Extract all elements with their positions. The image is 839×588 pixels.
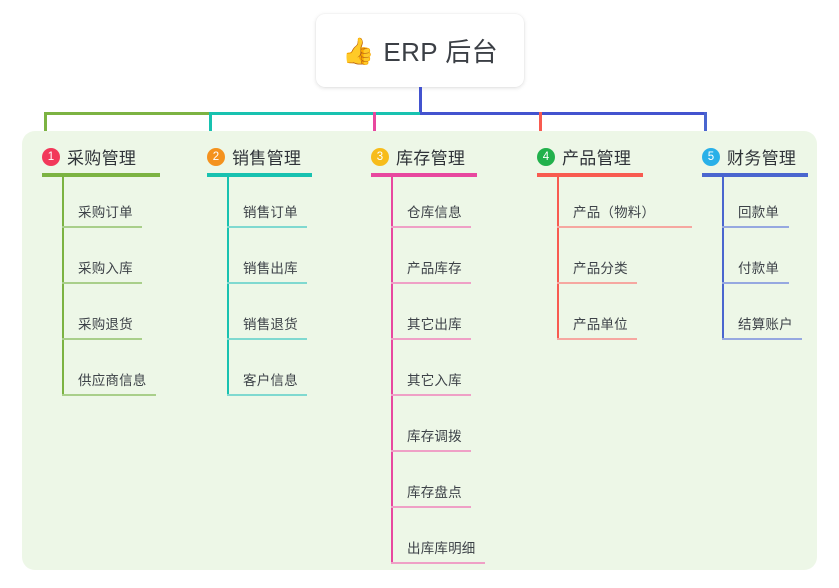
bus-segment-2	[209, 112, 420, 115]
branch-title: 销售管理	[232, 149, 302, 168]
leaf-node-label: 产品分类	[573, 261, 628, 276]
leaf-node-rule	[722, 282, 789, 284]
branch-spine	[391, 176, 393, 564]
branch-header-rule	[207, 173, 312, 177]
leaf-node-rule	[557, 338, 637, 340]
branch-leg-5	[704, 112, 707, 143]
leaf-node-label: 回款单	[738, 205, 780, 220]
leaf-node-label: 供应商信息	[78, 373, 147, 388]
bus-segment-3	[420, 112, 704, 115]
leaf-node-rule	[557, 282, 637, 284]
leaf-node-rule	[227, 338, 307, 340]
leaf-node-rule	[62, 338, 142, 340]
branch-spine	[62, 176, 64, 396]
branch-number-badge: 5	[702, 147, 720, 166]
leaf-node-label: 出库库明细	[407, 541, 476, 556]
leaf-node-rule	[62, 226, 142, 228]
branch-number-badge: 4	[537, 147, 555, 166]
leaf-node-rule	[391, 226, 471, 228]
branch-header-rule	[42, 173, 160, 177]
leaf-node-label: 产品单位	[573, 317, 628, 332]
branch-spine	[227, 176, 229, 396]
leaf-node-rule	[62, 282, 142, 284]
leaf-node-rule	[391, 394, 471, 396]
leaf-node-label: 库存盘点	[407, 485, 462, 500]
branch-number-badge: 1	[42, 147, 60, 166]
leaf-node-rule	[391, 450, 471, 452]
leaf-node-label: 销售退货	[243, 317, 298, 332]
branch-leg-2	[209, 112, 212, 143]
thumbs-up-icon: 👍	[342, 35, 375, 66]
branch-number-badge: 3	[371, 147, 389, 166]
leaf-node-rule	[722, 338, 802, 340]
branch-header-2[interactable]: 2 销售管理	[207, 144, 301, 169]
branch-header-rule	[702, 173, 808, 177]
branch-leg-1	[44, 112, 47, 143]
branch-header-1[interactable]: 1 采购管理	[42, 144, 136, 169]
root-node-title: ERP 后台	[383, 37, 498, 67]
leaf-node-label: 其它出库	[407, 317, 462, 332]
leaf-node-rule	[227, 282, 307, 284]
leaf-node-rule	[557, 226, 692, 228]
leaf-node-rule	[391, 562, 485, 564]
branch-leg-4	[539, 112, 542, 143]
branch-spine	[557, 176, 559, 340]
leaf-node-rule	[391, 338, 471, 340]
branch-title: 财务管理	[727, 149, 797, 168]
leaf-node-label: 仓库信息	[407, 205, 462, 220]
branch-spine	[722, 176, 724, 340]
leaf-node-rule	[227, 394, 307, 396]
branch-header-5[interactable]: 5 财务管理	[702, 144, 796, 169]
leaf-node-rule	[391, 282, 471, 284]
leaf-node-rule	[227, 226, 307, 228]
branch-title: 采购管理	[67, 149, 137, 168]
leaf-node-label: 产品库存	[407, 261, 462, 276]
leaf-node-label: 采购退货	[78, 317, 133, 332]
branch-title: 库存管理	[396, 149, 466, 168]
leaf-node-label: 付款单	[738, 261, 780, 276]
leaf-node-rule	[62, 394, 156, 396]
leaf-node-rule	[391, 506, 471, 508]
branch-header-4[interactable]: 4 产品管理	[537, 144, 631, 169]
branch-header-3[interactable]: 3 库存管理	[371, 144, 465, 169]
leaf-node-label: 库存调拨	[407, 429, 462, 444]
leaf-node-label: 其它入库	[407, 373, 462, 388]
branch-number-badge: 2	[207, 147, 225, 166]
leaf-node-label: 销售出库	[243, 261, 298, 276]
branch-header-rule	[371, 173, 477, 177]
branch-leg-3	[373, 112, 376, 143]
leaf-node-label: 产品（物料）	[573, 205, 656, 220]
leaf-node-label: 采购入库	[78, 261, 133, 276]
branch-header-rule	[537, 173, 643, 177]
bus-segment-1	[44, 112, 209, 115]
leaf-node-label: 结算账户	[738, 317, 793, 332]
branch-title: 产品管理	[562, 149, 632, 168]
leaf-node-label: 客户信息	[243, 373, 298, 388]
leaf-node-rule	[722, 226, 789, 228]
leaf-node-label: 采购订单	[78, 205, 133, 220]
branches-panel	[22, 131, 817, 570]
root-node[interactable]: 👍 ERP 后台	[316, 14, 524, 87]
leaf-node-label: 销售订单	[243, 205, 298, 220]
root-stem-connector	[419, 87, 422, 112]
